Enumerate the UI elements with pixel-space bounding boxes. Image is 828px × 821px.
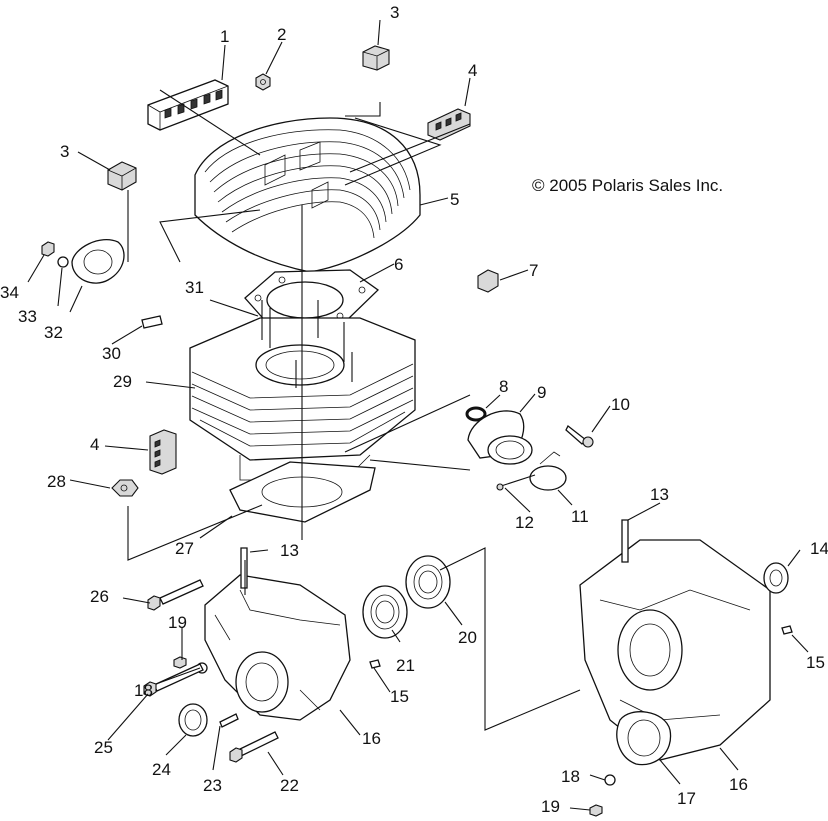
callout-10: 10 (611, 395, 630, 414)
part-34-nut (41, 241, 55, 257)
part-18-washer-right (604, 774, 616, 786)
callout-7: 7 (529, 261, 538, 280)
part-15-dowel-left (369, 659, 381, 669)
callout-9: 9 (537, 383, 546, 402)
part-16-crankcase-left (204, 574, 351, 721)
callout-21: 21 (396, 656, 415, 675)
part-13-stud-right (621, 519, 629, 563)
part-20-bearing (405, 555, 451, 609)
part-2-nut (255, 73, 271, 91)
callout-33: 33 (18, 307, 37, 326)
part-8-o-ring (465, 406, 487, 422)
callout-4-top: 4 (468, 61, 477, 80)
part-10-bolt (565, 425, 594, 448)
part-12-screw (496, 474, 536, 491)
callout-4-lower: 4 (90, 435, 99, 454)
callout-8: 8 (499, 377, 508, 396)
callout-27: 27 (175, 539, 194, 558)
callout-34: 34 (0, 283, 19, 302)
part-22-bolt (229, 731, 279, 763)
callout-18-left: 18 (134, 681, 153, 700)
callout-30: 30 (102, 344, 121, 363)
part-4-damper-lower (149, 429, 177, 475)
callout-23: 23 (203, 776, 222, 795)
callout-18-right: 18 (561, 767, 580, 786)
part-15-dowel-right (781, 625, 793, 635)
part-26-bolt (147, 579, 204, 611)
callout-26: 26 (90, 587, 109, 606)
callout-3-top: 3 (390, 3, 399, 22)
part-25-bolt (143, 663, 204, 697)
callout-19-left: 19 (168, 613, 187, 632)
part-5-cylinder-head (194, 117, 421, 273)
part-4-damper-upper (427, 108, 471, 141)
callout-1: 1 (220, 27, 229, 46)
callout-15-left: 15 (390, 687, 409, 706)
callout-19-right: 19 (541, 797, 560, 816)
part-30-stud (141, 315, 163, 329)
leader-lines (27, 19, 809, 811)
callout-13-left: 13 (280, 541, 299, 560)
part-19-screw-left (173, 656, 187, 669)
part-3-damper-block-top (362, 45, 390, 71)
part-16-crankcase-right (579, 539, 771, 761)
callout-31: 31 (185, 278, 204, 297)
callout-28: 28 (47, 472, 66, 491)
callout-32: 32 (44, 323, 63, 342)
part-13-stud-left (240, 547, 248, 589)
callout-16-left: 16 (362, 729, 381, 748)
callout-17: 17 (677, 789, 696, 808)
part-28-nut (111, 479, 139, 497)
copyright-text: © 2005 Polaris Sales Inc. (532, 176, 723, 195)
callout-25: 25 (94, 738, 113, 757)
part-11-clamp (529, 451, 567, 491)
part-14-oil-seal (763, 562, 789, 594)
part-6-head-gasket (244, 269, 380, 325)
part-3-damper-block-left (107, 161, 137, 191)
callout-5: 5 (450, 190, 459, 209)
callout-15-right: 15 (806, 653, 825, 672)
part-17-cover-gasket (616, 711, 672, 766)
part-7-plug (477, 269, 499, 293)
callout-20: 20 (458, 628, 477, 647)
callout-labels: 1 2 3 3 4 4 5 6 7 8 9 10 11 12 13 13 14 … (0, 3, 828, 816)
part-24-seal (178, 703, 208, 737)
part-31-studs (261, 300, 353, 388)
callout-6: 6 (394, 255, 403, 274)
callout-12: 12 (515, 513, 534, 532)
callout-14: 14 (810, 539, 828, 558)
part-9-intake-manifold (467, 410, 533, 465)
part-1-fin-damper (147, 79, 229, 131)
part-23-screw (219, 713, 239, 728)
part-32-exhaust-gasket (71, 239, 125, 284)
part-21-bearing (362, 585, 408, 639)
callout-13-right: 13 (650, 485, 669, 504)
part-33-washer (57, 256, 69, 268)
part-19-screw-right (589, 804, 603, 817)
callout-3-left: 3 (60, 142, 69, 161)
callout-24: 24 (152, 760, 171, 779)
callout-22: 22 (280, 776, 299, 795)
callout-11: 11 (571, 507, 589, 526)
callout-29: 29 (113, 372, 132, 391)
callout-16-right: 16 (729, 775, 748, 794)
callout-2: 2 (277, 25, 286, 44)
